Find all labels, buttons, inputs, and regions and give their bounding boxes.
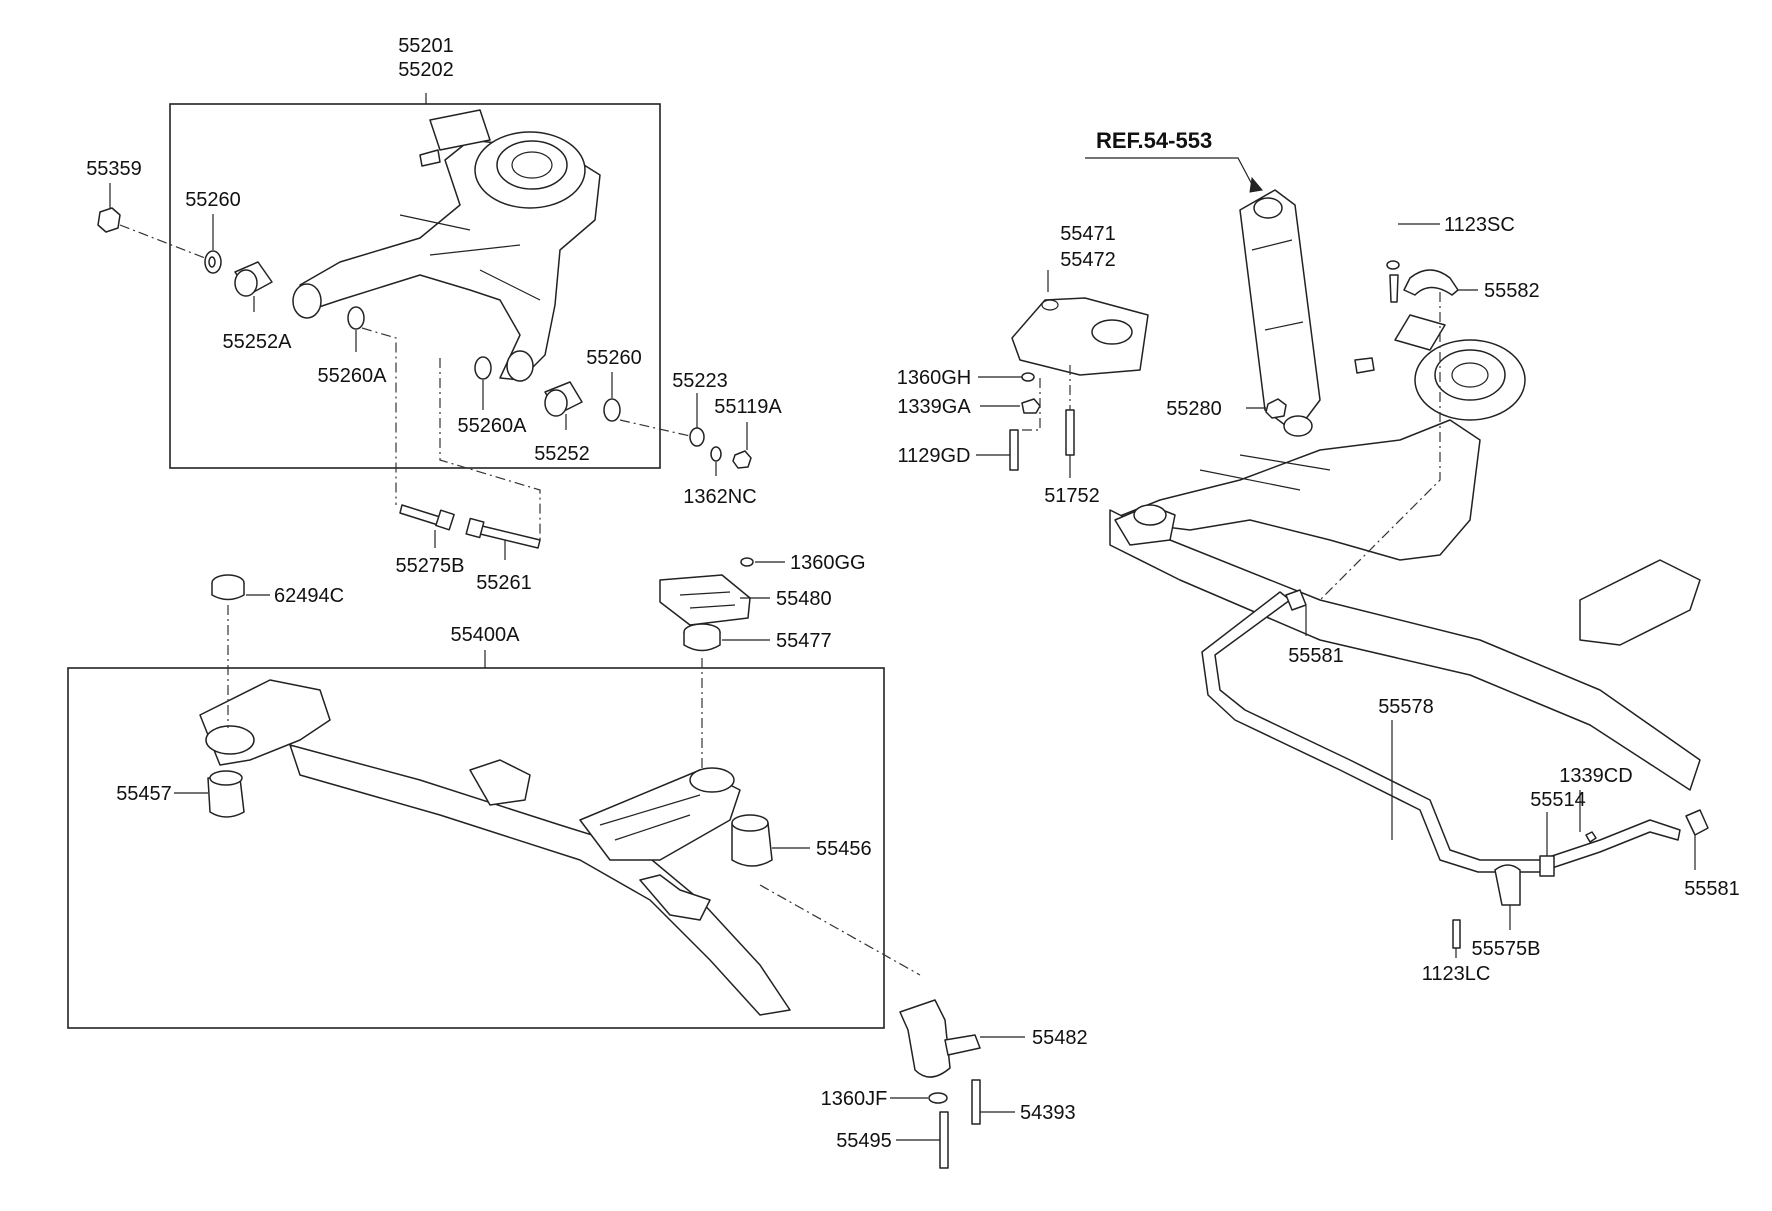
ref-leader: [1085, 157, 1263, 193]
lower-control-arm: [292, 109, 601, 382]
ref-label[interactable]: REF.54-553: [1096, 128, 1212, 153]
bolt-1123LC: [1452, 919, 1461, 949]
label-62494C[interactable]: 62494C: [274, 585, 344, 607]
bracket-55471: [1009, 297, 1149, 471]
label-1123SC[interactable]: 1123SC: [1444, 214, 1515, 236]
label-55477[interactable]: 55477: [776, 630, 832, 652]
bushings-and-washers-upper: [97, 207, 752, 549]
label-1360JF[interactable]: 1360JF: [821, 1088, 888, 1110]
rear-subframe-assembly: [1109, 260, 1701, 791]
label-55260-top[interactable]: 55260: [185, 189, 241, 211]
label-1360GG[interactable]: 1360GG: [790, 552, 866, 574]
stabilizer-bar: [1201, 589, 1709, 949]
mount-55457: [207, 777, 245, 818]
bracket-55575B: [1494, 864, 1521, 906]
bolt-1129GD: [1009, 429, 1019, 471]
label-55495[interactable]: 55495: [836, 1130, 892, 1152]
nut-1339GA: [1021, 398, 1041, 414]
label-55581-right[interactable]: 55581: [1684, 878, 1740, 900]
label-1360GH[interactable]: 1360GH: [897, 367, 972, 389]
bushing-55581-right: [1685, 809, 1709, 836]
label-55482[interactable]: 55482: [1032, 1027, 1088, 1049]
centerline-2: [361, 327, 397, 505]
bracket-55482: [899, 999, 951, 1078]
bolt-1123SC: [1386, 260, 1400, 270]
label-1339GA[interactable]: 1339GA: [897, 396, 971, 418]
nut-55359: [97, 207, 121, 233]
label-55119A[interactable]: 55119A: [714, 396, 782, 418]
label-55400A[interactable]: 55400A: [451, 624, 521, 646]
lower-arm-assembly-box: [169, 103, 661, 469]
bolt-55275B: [399, 504, 441, 526]
label-1362NC[interactable]: 1362NC: [683, 486, 756, 508]
centerline-1: [119, 224, 206, 259]
label-55471[interactable]: 55471: [1060, 223, 1116, 245]
label-1123LC[interactable]: 1123LC: [1422, 963, 1491, 985]
label-54393[interactable]: 54393: [1020, 1102, 1076, 1124]
mount-55456: [731, 822, 773, 867]
nut-55119A: [732, 450, 752, 469]
bolt-51752: [1065, 409, 1075, 456]
bolt-54393: [971, 1079, 981, 1125]
label-55201[interactable]: 55201: [398, 35, 454, 57]
mounts-lower-left: [207, 557, 773, 867]
washer-55260-right: [603, 398, 621, 422]
clamp-55582: [1403, 269, 1459, 296]
label-55359[interactable]: 55359: [86, 158, 142, 180]
label-55202[interactable]: 55202: [398, 59, 454, 81]
label-55252[interactable]: 55252: [534, 443, 590, 465]
label-55223[interactable]: 55223: [672, 370, 728, 392]
label-55275B[interactable]: 55275B: [396, 555, 465, 577]
label-55260-right[interactable]: 55260: [586, 347, 642, 369]
label-55261[interactable]: 55261: [476, 572, 532, 594]
centerline-4: [619, 419, 691, 437]
bolt-55495: [939, 1111, 949, 1169]
label-51752[interactable]: 51752: [1044, 485, 1100, 507]
centerline-8: [1013, 378, 1041, 431]
label-55260A-mid[interactable]: 55260A: [458, 415, 528, 437]
washer-1360JF: [928, 1092, 948, 1104]
crossmember: [199, 679, 791, 1016]
label-1129GD[interactable]: 1129GD: [897, 445, 970, 467]
washer-55260A-mid: [474, 356, 492, 380]
washer-55260A-left: [347, 306, 365, 330]
label-55581-top[interactable]: 55581: [1288, 645, 1344, 667]
nut-55280: [1265, 398, 1287, 419]
link-55514: [1539, 855, 1555, 877]
label-55456[interactable]: 55456: [816, 838, 872, 860]
label-55575B[interactable]: 55575B: [1472, 938, 1541, 960]
label-55472[interactable]: 55472: [1060, 249, 1116, 271]
label-55582[interactable]: 55582: [1484, 280, 1540, 302]
nut-1339CD: [1585, 831, 1597, 843]
centerline-7: [759, 884, 921, 976]
label-55280[interactable]: 55280: [1166, 398, 1222, 420]
washer-1360GG: [740, 557, 754, 567]
centerline-10: [1319, 292, 1441, 601]
centerline-3: [439, 358, 541, 540]
crossmember-assembly-box: [67, 667, 885, 1029]
label-55480[interactable]: 55480: [776, 588, 832, 610]
shock-absorber: [1239, 189, 1321, 437]
label-55252A[interactable]: 55252A: [223, 331, 293, 353]
leader-lines: [109, 93, 1696, 1141]
label-1339CD[interactable]: 1339CD: [1559, 765, 1632, 787]
part-labels: REF.54-553 55201 55202 55359 55260 55252…: [86, 35, 1740, 1152]
bracket-lower: [899, 999, 981, 1169]
bushing-55581-top: [1285, 589, 1307, 611]
washer-1362NC: [710, 446, 722, 462]
washer-1360GH: [1021, 372, 1035, 382]
label-55457[interactable]: 55457: [116, 783, 172, 805]
mount-55480: [659, 574, 751, 626]
washer-55223: [689, 427, 705, 447]
bolt-55261: [475, 524, 541, 549]
label-55260A-left[interactable]: 55260A: [318, 365, 388, 387]
label-55578[interactable]: 55578: [1378, 696, 1434, 718]
label-55514[interactable]: 55514: [1530, 789, 1586, 811]
